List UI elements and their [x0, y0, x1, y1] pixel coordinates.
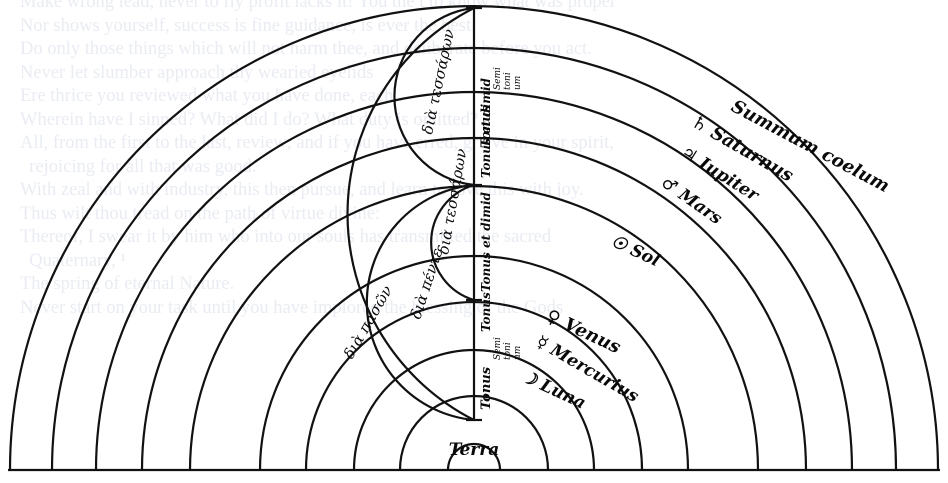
sphere-terra: [446, 442, 502, 471]
semitone-5: toni: [503, 342, 513, 360]
background-line: Ere thrice you reviewed what you have do…: [20, 86, 394, 106]
interval-tonus-et-dimid-low: Tonus et dimid: [479, 192, 493, 293]
diatessaron-lower-arc: [430, 183, 475, 302]
semitone-2: toni: [503, 72, 513, 90]
semitone-markers: Semi toni um Semi toni um: [493, 67, 523, 360]
background-line: rejoicing for all that was good.: [20, 156, 257, 177]
diapason-arc: [346, 7, 475, 421]
background-line: Never start on your task until you have …: [20, 297, 564, 318]
axis-ticks: [466, 6, 482, 422]
sphere-summum: [8, 4, 940, 471]
diapente-arc: [365, 183, 475, 422]
background-line: Quaternary, ¹: [20, 250, 127, 271]
semitone-3: um: [513, 76, 523, 90]
background-line: Do only those things which will not harm…: [20, 39, 592, 59]
interval-tonus-mid: Tonus: [479, 292, 493, 332]
interval-tonus-low: Tonus: [479, 366, 494, 410]
background-line: The spring of eternal Nature.: [20, 274, 235, 294]
label-dia-tessaron-top: διὰ τεσσάρων: [418, 27, 458, 135]
interval-tonus-high: Tonus: [479, 104, 494, 148]
background-line: Wherein have I sinned? What did I do? Wh…: [20, 109, 479, 130]
label-terra: Terra: [449, 440, 499, 460]
background-line: With zeal and with industry, this then p…: [20, 180, 584, 200]
semitone-4: Semi: [493, 337, 503, 360]
label-dia-tessaron: διὰ τεσσάρων: [434, 147, 470, 255]
semitone-1: Semi: [493, 67, 503, 90]
interval-tonus-et-dimid-high: Tonus et dimid: [479, 78, 493, 179]
diatessaron-arc: [393, 6, 475, 187]
label-dia-pente: διὰ πέντε: [407, 246, 447, 321]
semitone-6: um: [513, 346, 523, 360]
background-line: Nor shows yourself, success is fine guid…: [20, 15, 476, 36]
background-line: Never let slumber approach thy wearied e…: [20, 62, 374, 83]
